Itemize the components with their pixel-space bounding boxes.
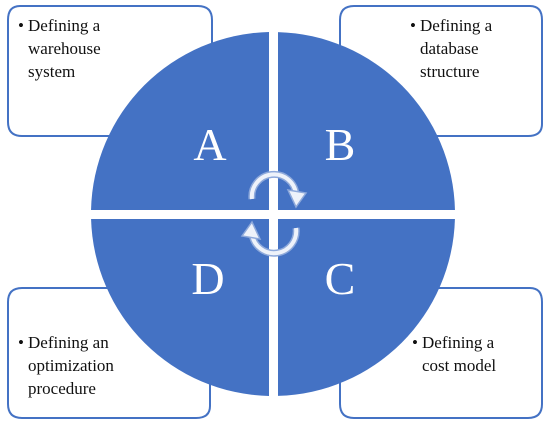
quadrant-d-letter: D <box>191 253 224 304</box>
bullet: • <box>410 16 416 35</box>
bullet: • <box>18 16 24 35</box>
quadrant-a <box>91 32 269 210</box>
quadrant-b <box>278 32 455 210</box>
card-bottom-left-text: •Defining an optimization procedure <box>18 331 148 400</box>
card-line: system <box>28 62 76 81</box>
bullet: • <box>412 333 418 352</box>
card-top-left-text: •Defining a warehouse system <box>18 14 128 83</box>
card-line: structure <box>420 62 480 81</box>
quadrant-c-letter: C <box>325 253 356 304</box>
card-line: Defining an <box>28 333 109 352</box>
card-line: Defining a <box>420 16 493 35</box>
card-line: cost model <box>422 356 497 375</box>
card-top-right-text: •Defining a database structure <box>410 14 530 83</box>
quadrant-b-letter: B <box>325 119 356 170</box>
quadrant-c <box>278 219 455 396</box>
card-bottom-right-text: •Defining a cost model <box>412 331 532 377</box>
quadrant-a-letter: A <box>193 119 226 170</box>
quadrant-d <box>91 219 269 396</box>
card-line: Defining a <box>422 333 495 352</box>
card-line: Defining a <box>28 16 101 35</box>
bullet: • <box>18 333 24 352</box>
card-line: optimization <box>28 356 114 375</box>
card-line: warehouse <box>28 39 101 58</box>
cycle-arrows-icon <box>240 170 308 257</box>
card-line: procedure <box>28 379 96 398</box>
card-line: database <box>420 39 479 58</box>
